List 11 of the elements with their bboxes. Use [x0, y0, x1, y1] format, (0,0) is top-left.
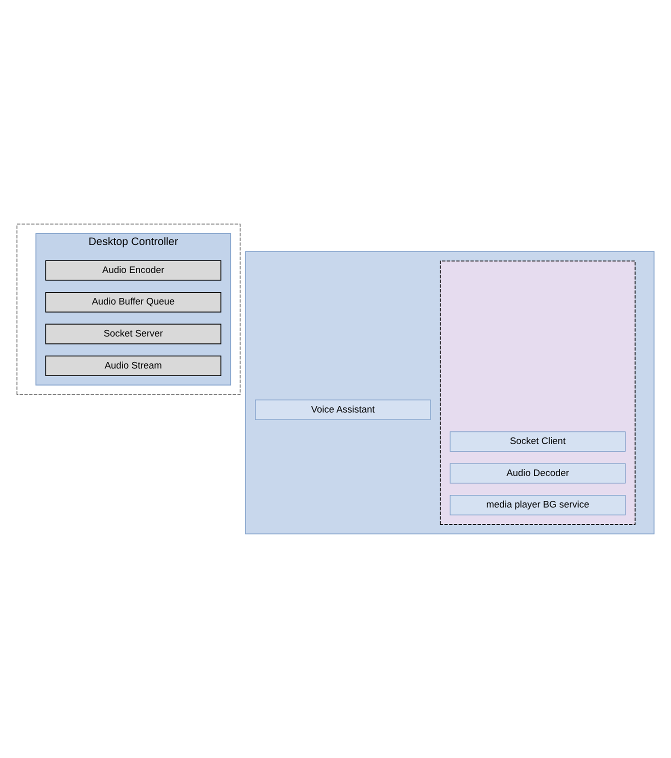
node-box: Audio Stream — [45, 356, 222, 376]
node-box: Socket Server — [45, 324, 222, 344]
node-box: Audio Decoder — [450, 463, 626, 484]
cluster — [16, 224, 240, 395]
node-box: Voice Assistant — [255, 400, 431, 420]
node-box: Audio Buffer Queue — [45, 292, 222, 312]
node-box: media player BG service — [450, 495, 626, 516]
cluster — [440, 260, 636, 525]
node-box: Socket Client — [450, 431, 626, 452]
node-box: Audio Encoder — [45, 260, 222, 281]
cluster — [245, 251, 654, 534]
